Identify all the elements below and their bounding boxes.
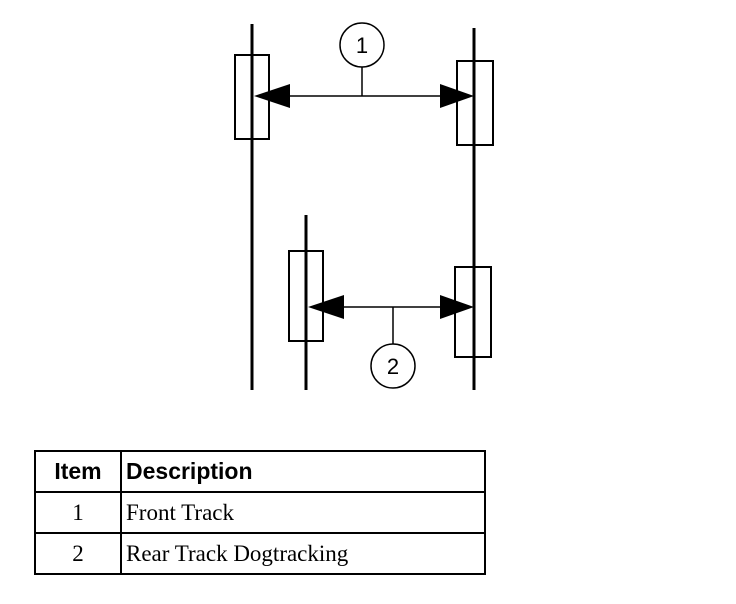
rear-track-dimension <box>308 295 474 344</box>
legend-header-description: Description <box>120 450 486 493</box>
table-row: 2 Rear Track Dogtracking <box>34 532 486 575</box>
legend-cell-item: 1 <box>34 491 122 534</box>
legend-cell-description: Front Track <box>120 491 486 534</box>
front-track-arrow-left <box>254 84 290 108</box>
legend-header-row: Item Description <box>34 450 486 493</box>
callout-1: 1 <box>339 22 385 68</box>
table-row: 1 Front Track <box>34 491 486 534</box>
callout-2-label: 2 <box>387 354 399 379</box>
callout-1-label: 1 <box>356 33 368 58</box>
legend-table: Item Description 1 Front Track 2 Rear Tr… <box>34 450 486 575</box>
legend-cell-item: 2 <box>34 532 122 575</box>
front-track-dimension <box>254 67 474 108</box>
front-track-arrow-right <box>440 84 474 108</box>
rear-track-arrow-right <box>440 295 474 319</box>
rear-track-arrow-left <box>308 295 344 319</box>
track-diagram: 1 2 <box>234 22 494 390</box>
legend-header-item: Item <box>34 450 122 493</box>
legend-cell-description: Rear Track Dogtracking <box>120 532 486 575</box>
callout-2: 2 <box>370 343 416 389</box>
